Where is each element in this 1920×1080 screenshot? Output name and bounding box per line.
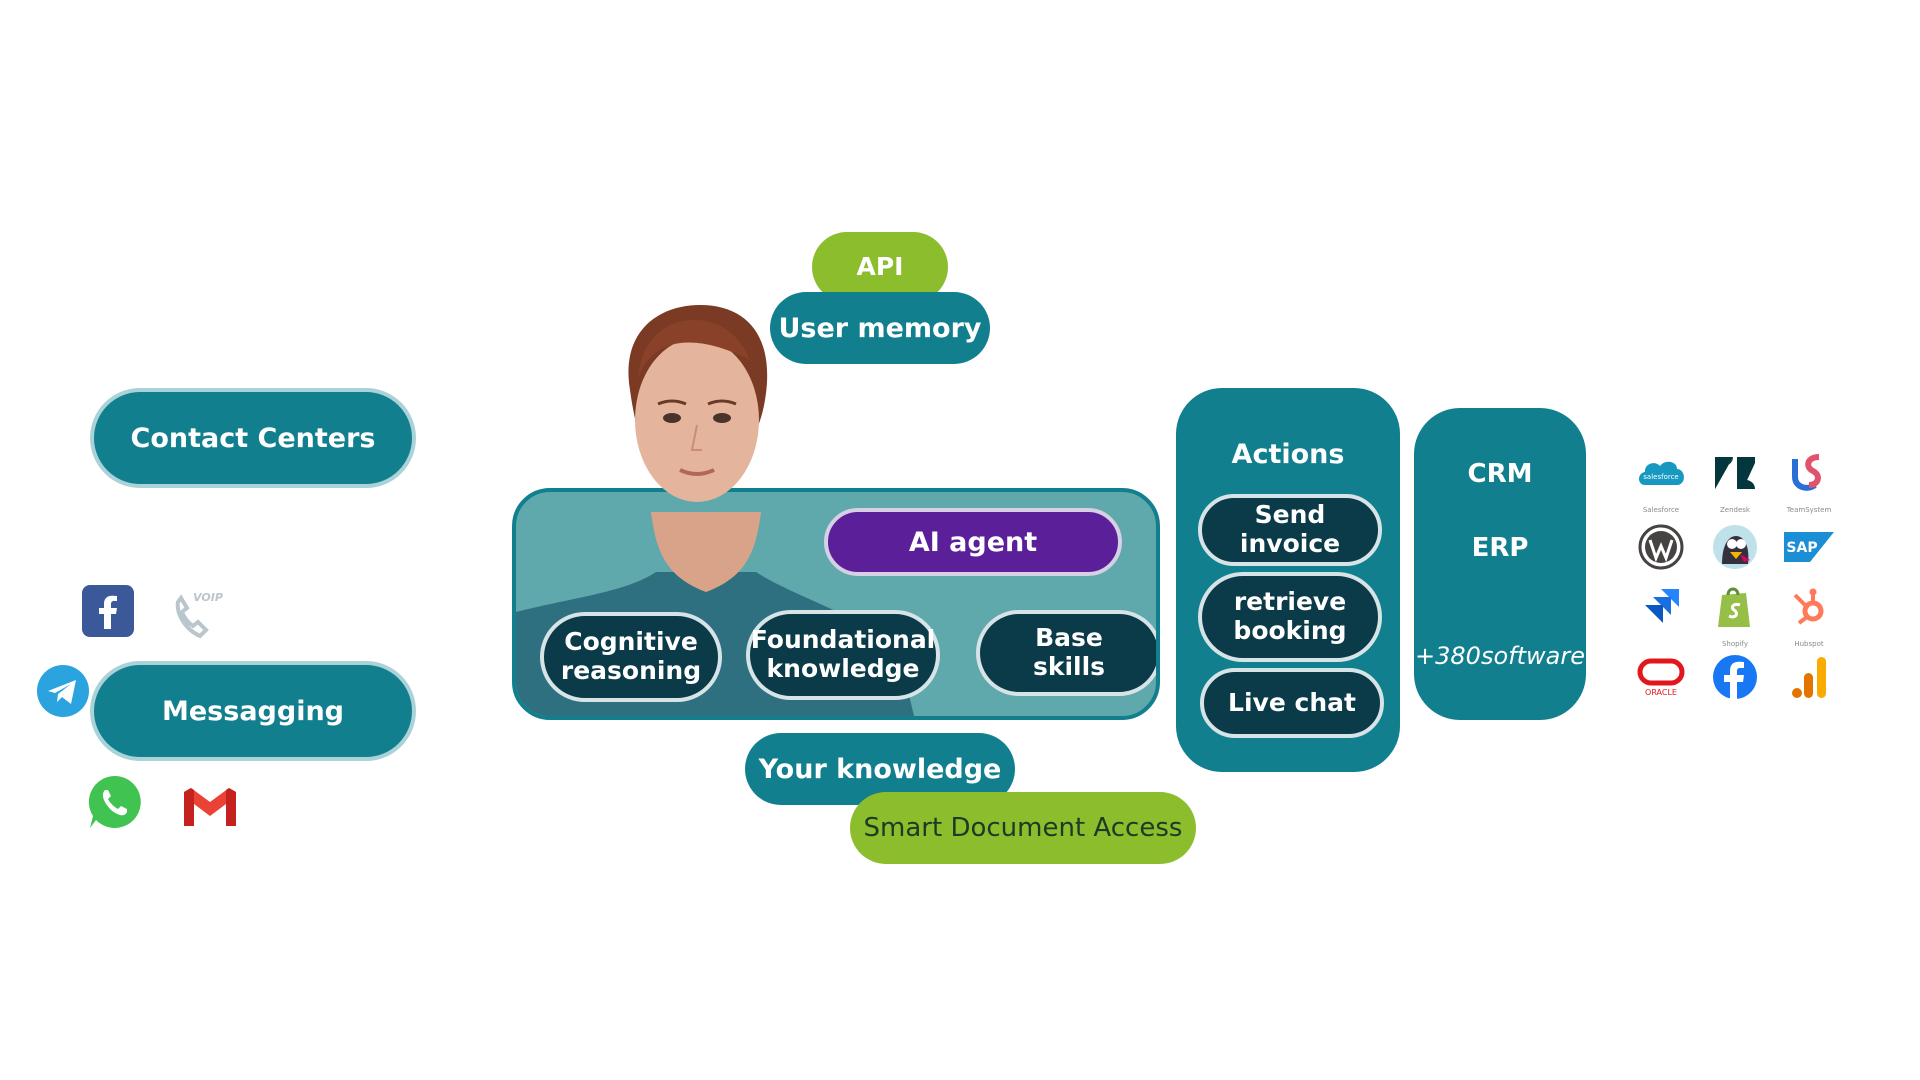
your-knowledge-label: Your knowledge xyxy=(758,753,1002,785)
api-pill: API xyxy=(812,232,948,302)
voip-phone-icon: VOIP xyxy=(168,588,228,642)
wordpress-logo xyxy=(1628,514,1694,580)
actions-title-label: Actions xyxy=(1231,438,1345,470)
sap-text: SAP xyxy=(1786,540,1817,556)
live-chat-label: Live chat xyxy=(1228,687,1356,717)
smart-document-access-label: Smart Document Access xyxy=(863,813,1183,843)
prestashop-logo xyxy=(1702,514,1768,580)
retrieve-booking-pill: retrieve booking xyxy=(1198,572,1382,662)
crm-text: CRM xyxy=(1467,459,1533,489)
oracle-logo: ORACLE xyxy=(1628,644,1694,710)
ai-agent-label: AI agent xyxy=(908,526,1038,558)
salesforce-logo: salesforce Salesforce xyxy=(1628,440,1694,514)
salesforce-caption: Salesforce xyxy=(1642,506,1680,514)
actions-title: Actions xyxy=(1176,434,1400,474)
erp-text: ERP xyxy=(1471,533,1529,563)
cognitive-reasoning-label: Cognitive reasoning xyxy=(560,627,702,685)
foundational-knowledge-label: Foundational knowledge xyxy=(750,625,936,683)
user-memory-pill: User memory xyxy=(770,292,990,364)
base-skills-pill: Base skills xyxy=(976,610,1156,696)
zendesk-logo: Zendesk xyxy=(1702,440,1768,514)
teamsystem-logo: TeamSystem xyxy=(1776,440,1842,514)
avatar xyxy=(600,300,790,550)
ai-agent-button: AI agent xyxy=(824,508,1122,576)
messaging-pill: Messagging xyxy=(90,661,416,761)
sap-logo: SAP xyxy=(1776,514,1842,580)
cognitive-reasoning-pill: Cognitive reasoning xyxy=(540,612,722,702)
retrieve-booking-label: retrieve booking xyxy=(1233,587,1347,645)
shopify-caption: Shopify xyxy=(1721,640,1749,648)
jira-logo xyxy=(1628,574,1694,648)
live-chat-pill: Live chat xyxy=(1200,668,1384,738)
contact-centers-pill: Contact Centers xyxy=(90,388,416,488)
voip-text: VOIP xyxy=(193,591,223,604)
facebook-square-icon xyxy=(82,585,134,637)
base-skills-label: Base skills xyxy=(1032,623,1106,681)
whatsapp-icon xyxy=(84,772,144,832)
api-label: API xyxy=(856,252,904,281)
contact-centers-label: Contact Centers xyxy=(130,422,376,454)
systems-panel: CRM ERP +380software xyxy=(1414,408,1586,720)
hubspot-caption: Hubspot xyxy=(1794,640,1824,648)
zendesk-caption: Zendesk xyxy=(1720,506,1750,514)
smart-document-access-pill: Smart Document Access xyxy=(850,792,1196,864)
send-invoice-pill: Send invoice xyxy=(1198,494,1382,566)
more-software-text: +380software xyxy=(1415,642,1585,670)
analytics-logo xyxy=(1776,644,1842,710)
hubspot-logo: Hubspot xyxy=(1776,574,1842,648)
erp-label: ERP xyxy=(1414,528,1586,568)
more-software-label: +380software xyxy=(1414,636,1586,676)
salesforce-text: salesforce xyxy=(1643,473,1678,481)
oracle-text: ORACLE xyxy=(1645,688,1677,697)
actions-panel: Actions Send invoice retrieve booking Li… xyxy=(1176,388,1400,772)
crm-label: CRM xyxy=(1414,454,1586,494)
software-logos: salesforce Salesforce Zendesk TeamSystem… xyxy=(1628,440,1858,710)
send-invoice-label: Send invoice xyxy=(1239,500,1341,558)
teamsystem-caption: TeamSystem xyxy=(1786,506,1832,514)
facebook-circle-logo xyxy=(1702,644,1768,710)
agent-panel: AI agent Cognitive reasoning Foundationa… xyxy=(512,488,1160,720)
foundational-knowledge-pill: Foundational knowledge xyxy=(746,610,940,700)
user-memory-label: User memory xyxy=(778,312,982,344)
telegram-icon xyxy=(36,664,90,718)
shopify-logo: Shopify xyxy=(1702,574,1768,648)
gmail-icon xyxy=(180,784,240,830)
messaging-label: Messagging xyxy=(162,695,344,727)
